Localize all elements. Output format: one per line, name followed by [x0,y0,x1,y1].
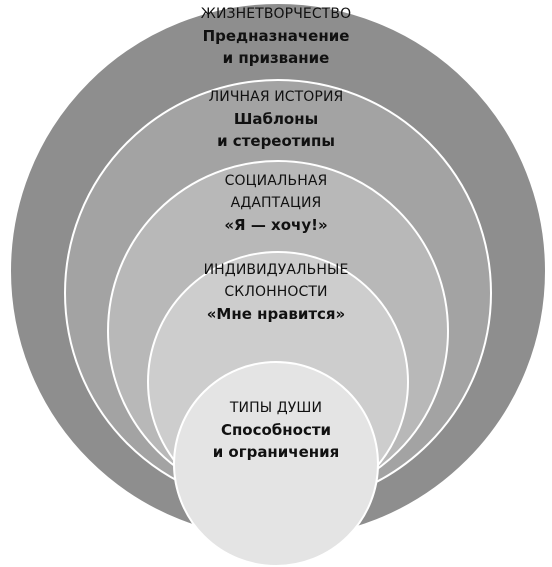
label-level-2: ЛИЧНАЯ ИСТОРИЯ Шаблоны и стереотипы [128,86,424,152]
subtitle-line: и ограничения [212,443,340,461]
label-level-3: СОЦИАЛЬНАЯ АДАПТАЦИЯ «Я — хочу!» [128,170,424,236]
subtitle-line: «Мне нравится» [206,305,346,323]
label-level-5: ТИПЫ ДУШИ Способности и ограничения [128,397,424,463]
heading-line: СОЦИАЛЬНАЯ [224,173,328,189]
label-level-4: ИНДИВИДУАЛЬНЫЕ СКЛОННОСТИ «Мне нравится» [128,259,424,325]
heading-line: ЖИЗНЕТВОРЧЕСТВО [200,6,352,22]
heading-line: СКЛОННОСТИ [224,284,328,300]
nested-circles-diagram: ЖИЗНЕТВОРЧЕСТВО Предназначение и призван… [9,2,547,567]
heading-line: ТИПЫ ДУШИ [229,400,323,416]
subtitle-line: и стереотипы [217,132,335,150]
subtitle-line: и призвание [222,49,330,67]
subtitle-line: «Я — хочу!» [224,216,328,234]
circle-level-5 [173,361,379,567]
label-level-1: ЖИЗНЕТВОРЧЕСТВО Предназначение и призван… [128,3,424,69]
heading-line: АДАПТАЦИЯ [230,195,322,211]
subtitle-line: Способности [220,421,332,439]
subtitle-line: Предназначение [202,27,350,45]
heading-line: ИНДИВИДУАЛЬНЫЕ [203,262,349,278]
heading-line: ЛИЧНАЯ ИСТОРИЯ [208,89,344,105]
subtitle-line: Шаблоны [233,110,319,128]
